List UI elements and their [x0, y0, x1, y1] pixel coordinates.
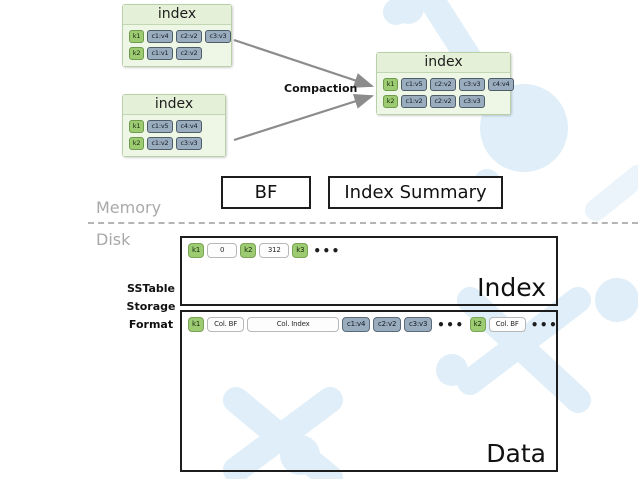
cell-chip: c1:v5 — [401, 78, 427, 91]
cell-chip: c1:v4 — [342, 317, 371, 332]
cell-chip: c2:v2 — [430, 78, 456, 91]
memtable-2-title: index — [123, 95, 225, 115]
sstable-label-line-1: SSTable — [127, 282, 175, 295]
sstable-label-line-2: Storage — [126, 300, 176, 313]
table-row: k1 c1:v5 c4:v4 — [129, 120, 219, 133]
row-key-chip: k1 — [129, 120, 144, 133]
cell-chip: c1:v1 — [147, 47, 173, 60]
row-key-chip: k1 — [188, 317, 205, 332]
row-key-chip: k1 — [383, 78, 398, 91]
ellipsis-marker: ••• — [437, 317, 465, 332]
cell-chip: c2:v2 — [176, 30, 202, 43]
row-key-chip: k2 — [383, 95, 398, 108]
memtable-2-body: k1 c1:v5 c4:v4 k2 c1:v2 c3:v3 — [123, 115, 225, 156]
table-row: k1 c1:v5 c2:v2 c3:v3 c4:v4 — [383, 78, 514, 91]
cell-chip: c3:v3 — [459, 95, 485, 108]
segment-chip: 0 — [207, 243, 238, 258]
table-row: k2 c1:v2 c2:v2 c3:v3 — [383, 95, 504, 108]
row-key-chip: k1 — [188, 243, 205, 258]
bloom-filter-box: BF — [221, 176, 311, 209]
cell-chip: c4:v4 — [176, 120, 202, 133]
table-row: k1 c1:v4 c2:v2 c3:v3 — [129, 30, 231, 43]
memory-disk-divider — [88, 222, 638, 224]
row-key-chip: k2 — [129, 47, 144, 60]
cell-chip: c3:v3 — [459, 78, 485, 91]
segment-chip: Col. BF — [207, 317, 245, 332]
data-section-title: Data — [486, 439, 546, 468]
bloom-filter-label: BF — [254, 182, 278, 203]
segment-chip: Col. BF — [488, 317, 526, 332]
cell-chip: c3:v3 — [404, 317, 433, 332]
cell-chip: c1:v5 — [147, 120, 173, 133]
cell-chip: c2:v2 — [373, 317, 402, 332]
ellipsis-marker: ••• — [530, 317, 559, 332]
merged-index-title: index — [377, 53, 510, 73]
row-key-chip: k2 — [240, 243, 257, 258]
memtable-1-body: k1 c1:v4 c2:v2 c3:v3 k2 c1:v1 c2:v2 — [123, 25, 231, 66]
cell-chip: c1:v4 — [147, 30, 173, 43]
segment-chip: Col. Index — [247, 317, 340, 332]
index-section-title: Index — [477, 273, 546, 302]
cell-chip: c2:v2 — [430, 95, 456, 108]
cell-chip: c2:v2 — [176, 47, 202, 60]
disk-tier-label: Disk — [96, 230, 131, 249]
memtable-index-box-2: index k1 c1:v5 c4:v4 k2 c1:v2 c3:v3 — [122, 94, 226, 157]
cell-chip: c3:v3 — [176, 137, 202, 150]
compaction-label: Compaction — [284, 82, 358, 95]
sstable-storage-format-label: SSTable Storage Format — [112, 280, 190, 334]
cell-chip: c1:v2 — [401, 95, 427, 108]
row-key-chip: k1 — [129, 30, 144, 43]
memtable-1-title: index — [123, 5, 231, 25]
table-row: k2 c1:v2 c3:v3 — [129, 137, 219, 150]
sstable-label-line-3: Format — [128, 318, 174, 331]
cell-chip: c3:v3 — [205, 30, 231, 43]
memory-tier-label: Memory — [96, 198, 162, 217]
index-summary-label: Index Summary — [344, 182, 487, 203]
cell-chip: c4:v4 — [488, 78, 514, 91]
merged-index-body: k1 c1:v5 c2:v2 c3:v3 c4:v4 k2 c1:v2 c2:v… — [377, 73, 514, 114]
row-key-chip: k2 — [469, 317, 486, 332]
row-key-chip: k2 — [129, 137, 144, 150]
index-summary-box: Index Summary — [328, 176, 503, 209]
row-key-chip: k3 — [292, 243, 309, 258]
segment-chip: 312 — [259, 243, 290, 258]
memtable-index-box-1: index k1 c1:v4 c2:v2 c3:v3 k2 c1:v1 c2:v… — [122, 4, 232, 67]
table-row: k2 c1:v1 c2:v2 — [129, 47, 225, 60]
cell-chip: c1:v2 — [147, 137, 173, 150]
ellipsis-marker: ••• — [313, 243, 341, 258]
merged-index-box: index k1 c1:v5 c2:v2 c3:v3 c4:v4 k2 c1:v… — [376, 52, 514, 115]
